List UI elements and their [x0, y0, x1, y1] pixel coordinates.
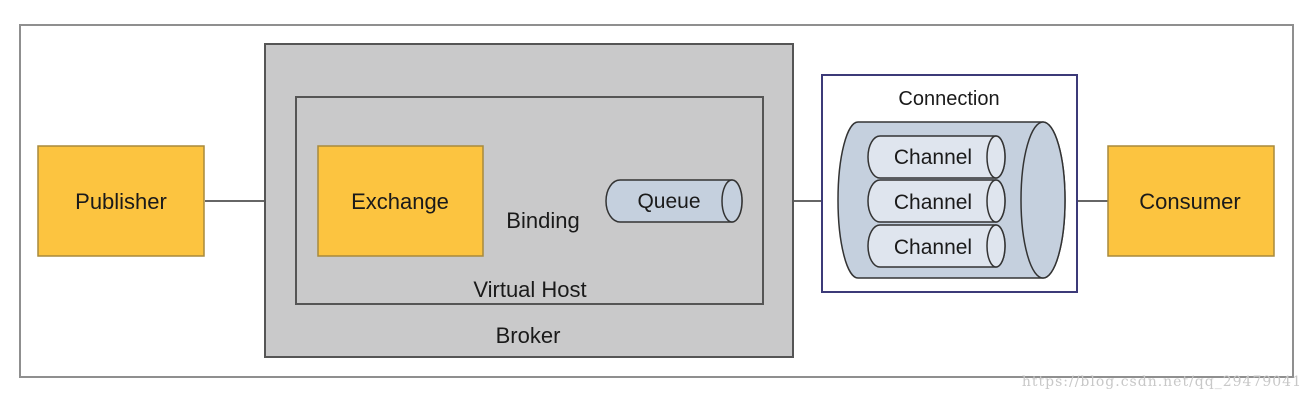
broker-label: Broker	[496, 323, 561, 348]
channel-cylinder	[867, 135, 1006, 179]
watermark-text: https://blog.csdn.net/qq_29479041	[1021, 374, 1302, 390]
queue-label: Queue	[637, 190, 700, 213]
consumer-label: Consumer	[1139, 189, 1240, 214]
channel-cylinder	[867, 179, 1006, 223]
exchange-label: Exchange	[351, 189, 449, 214]
publisher-node	[37, 145, 205, 257]
channel-label: Channel	[894, 236, 972, 259]
channel-cylinder	[867, 224, 1006, 268]
consumer-node	[1107, 145, 1275, 257]
publisher-label: Publisher	[75, 189, 167, 214]
channel-label: Channel	[894, 191, 972, 214]
virtual-host-label: Virtual Host	[473, 277, 586, 302]
connection-label: Connection	[898, 88, 999, 110]
exchange-node	[317, 145, 484, 257]
queue-cylinder	[605, 179, 743, 223]
virtual-host-box	[295, 96, 764, 305]
binding-label: Binding	[506, 208, 579, 233]
channel-label: Channel	[894, 146, 972, 169]
